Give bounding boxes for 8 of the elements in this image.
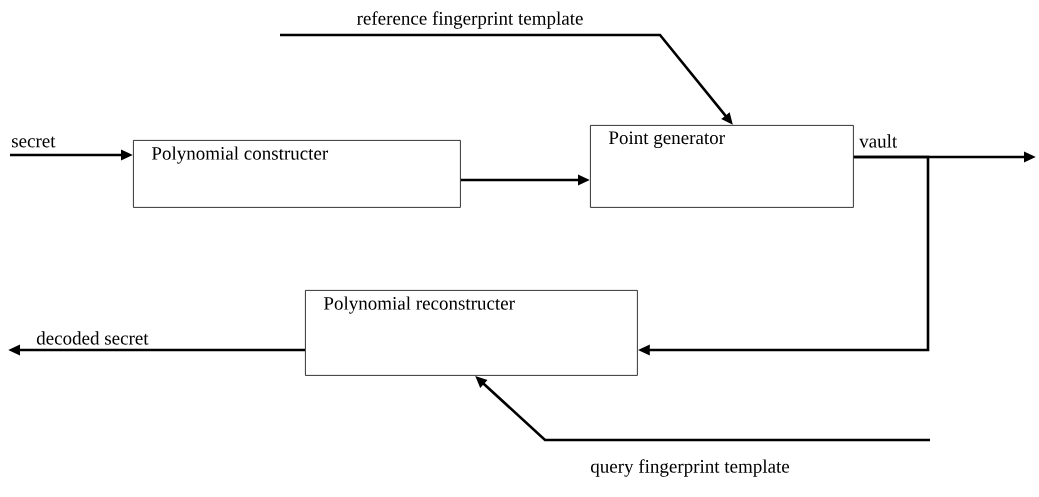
edge-label: decoded secret: [35, 330, 150, 346]
process-box: Point generator: [590, 125, 854, 208]
edge-label: secret: [10, 135, 57, 149]
edge-label: reference fingerprint template: [355, 10, 585, 30]
edge-label: query fingerprint template: [589, 458, 791, 478]
process-box: Polynomial constructer: [133, 140, 461, 208]
process-box: Polynomial reconstructer: [305, 290, 638, 376]
edge-label: vault: [858, 133, 899, 149]
